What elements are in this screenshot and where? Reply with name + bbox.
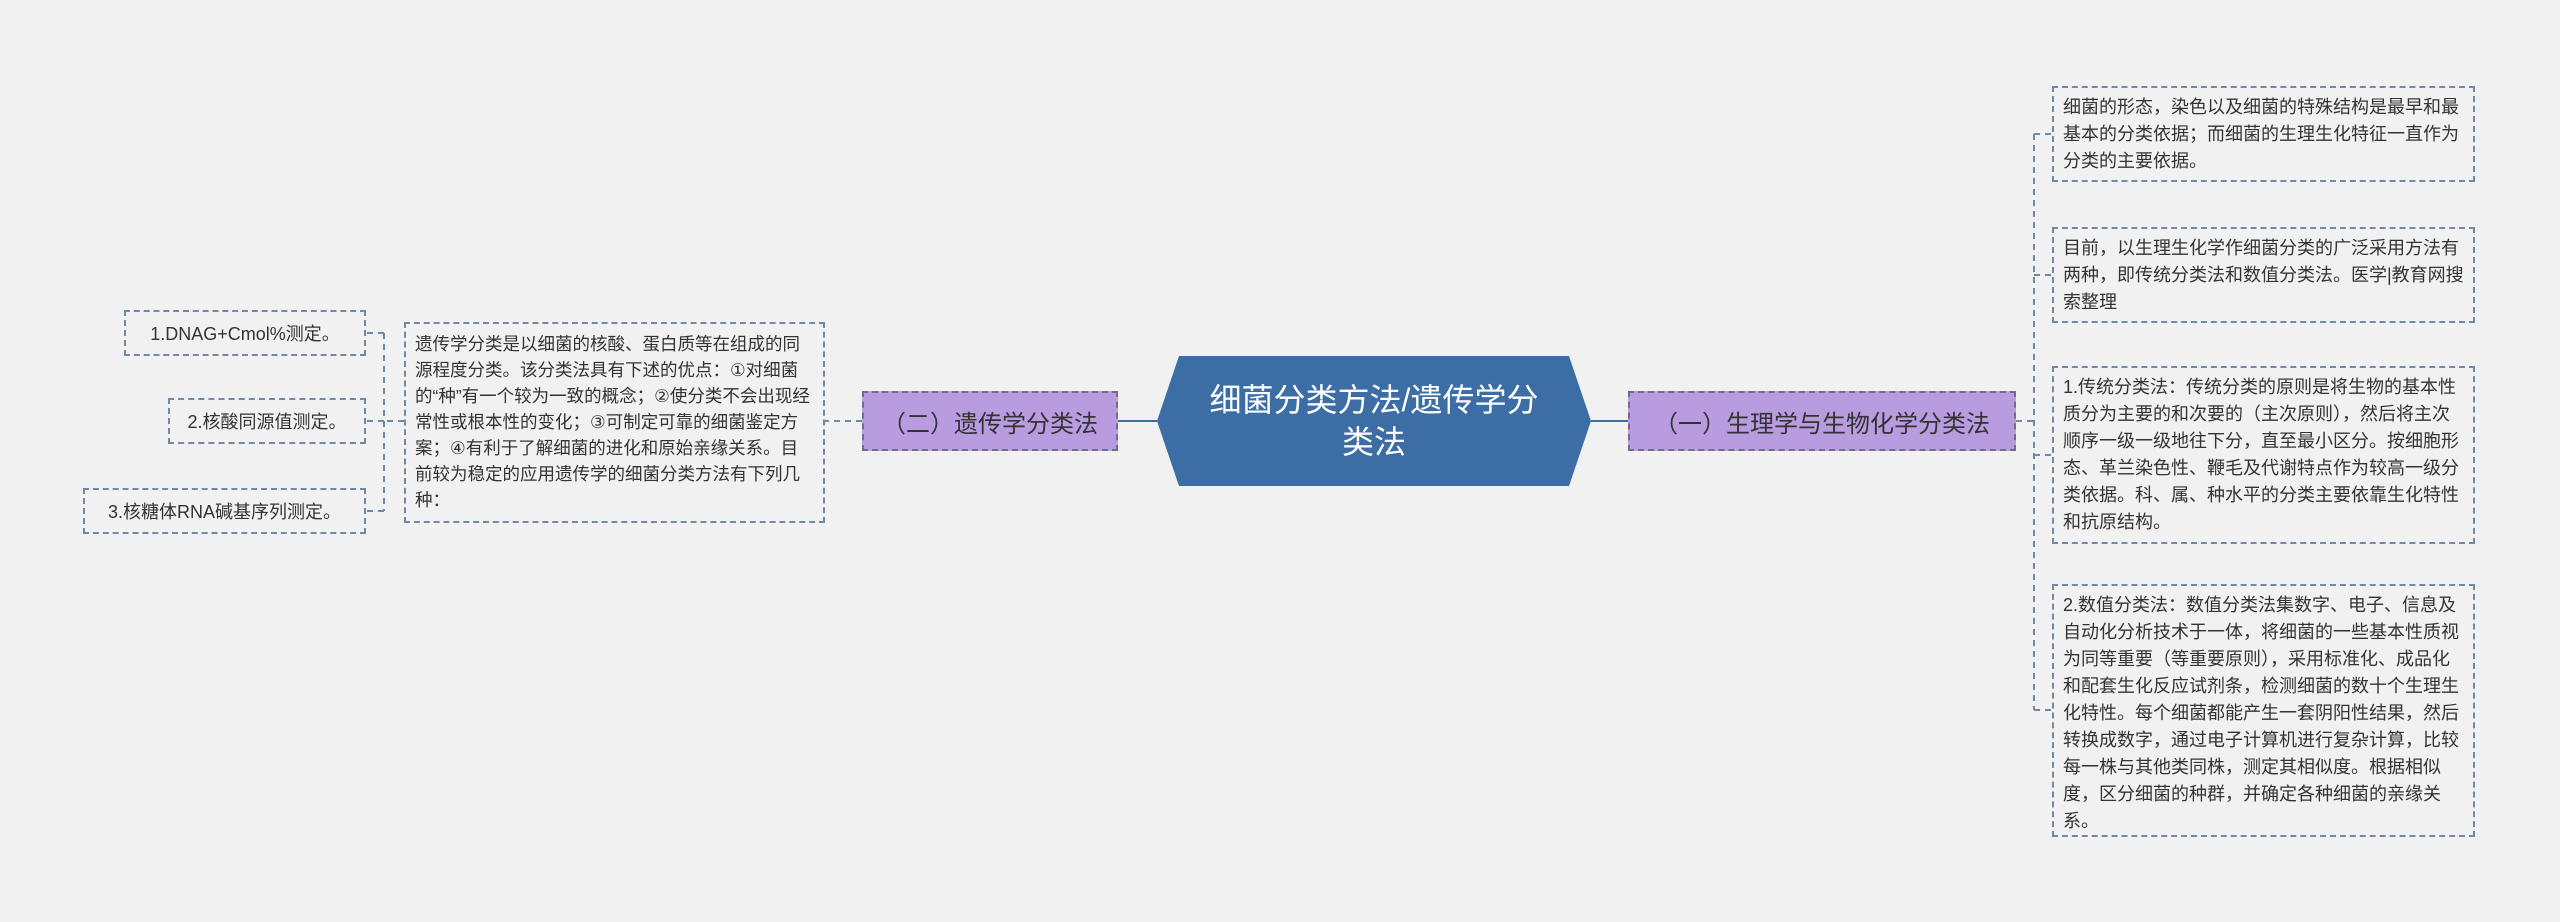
- central-topic[interactable]: 细菌分类方法/遗传学分类法: [1157, 356, 1591, 486]
- right-item-basis[interactable]: 细菌的形态，染色以及细菌的特殊结构是最早和最基本的分类依据；而细菌的生理生化特征…: [2052, 86, 2475, 182]
- method-rrna-sequence[interactable]: 3.核糖体RNA碱基序列测定。: [83, 488, 366, 534]
- item-text: 2.数值分类法：数值分类法集数字、电子、信息及自动化分析技术于一体，将细菌的一些…: [2063, 595, 2459, 831]
- central-hexagon-shape: [1157, 356, 1591, 486]
- branch-physiology-biochemistry[interactable]: （一）生理学与生物化学分类法: [1628, 391, 2016, 451]
- description-text: 遗传学分类是以细菌的核酸、蛋白质等在组成的同源程度分类。该分类法具有下述的优点：…: [415, 334, 810, 510]
- central-title: 细菌分类方法/遗传学分类法: [1209, 382, 1539, 460]
- branch-label: （一）生理学与生物化学分类法: [1654, 410, 1990, 438]
- right-item-traditional-method[interactable]: 1.传统分类法：传统分类的原则是将生物的基本性质分为主要的和次要的（主次原则），…: [2052, 366, 2475, 544]
- item-text: 1.传统分类法：传统分类的原则是将生物的基本性质分为主要的和次要的（主次原则），…: [2063, 377, 2459, 532]
- method-label: 1.DNAG+Cmol%测定。: [150, 324, 340, 344]
- method-dna-gc[interactable]: 1.DNAG+Cmol%测定。: [124, 310, 366, 356]
- genetic-classification-description[interactable]: 遗传学分类是以细菌的核酸、蛋白质等在组成的同源程度分类。该分类法具有下述的优点：…: [404, 322, 825, 523]
- branch-label: （二）遗传学分类法: [882, 410, 1098, 438]
- method-nucleic-acid-homology[interactable]: 2.核酸同源值测定。: [168, 398, 366, 444]
- method-label: 3.核糖体RNA碱基序列测定。: [107, 502, 341, 522]
- item-text: 细菌的形态，染色以及细菌的特殊结构是最早和最基本的分类依据；而细菌的生理生化特征…: [2063, 97, 2459, 171]
- right-item-numerical-method[interactable]: 2.数值分类法：数值分类法集数字、电子、信息及自动化分析技术于一体，将细菌的一些…: [2052, 584, 2475, 837]
- item-text: 目前，以生理生化学作细菌分类的广泛采用方法有两种，即传统分类法和数值分类法。医学…: [2063, 238, 2464, 312]
- method-label: 2.核酸同源值测定。: [187, 412, 347, 432]
- right-item-two-methods[interactable]: 目前，以生理生化学作细菌分类的广泛采用方法有两种，即传统分类法和数值分类法。医学…: [2052, 227, 2475, 323]
- branch-genetic-classification[interactable]: （二）遗传学分类法: [862, 391, 1118, 451]
